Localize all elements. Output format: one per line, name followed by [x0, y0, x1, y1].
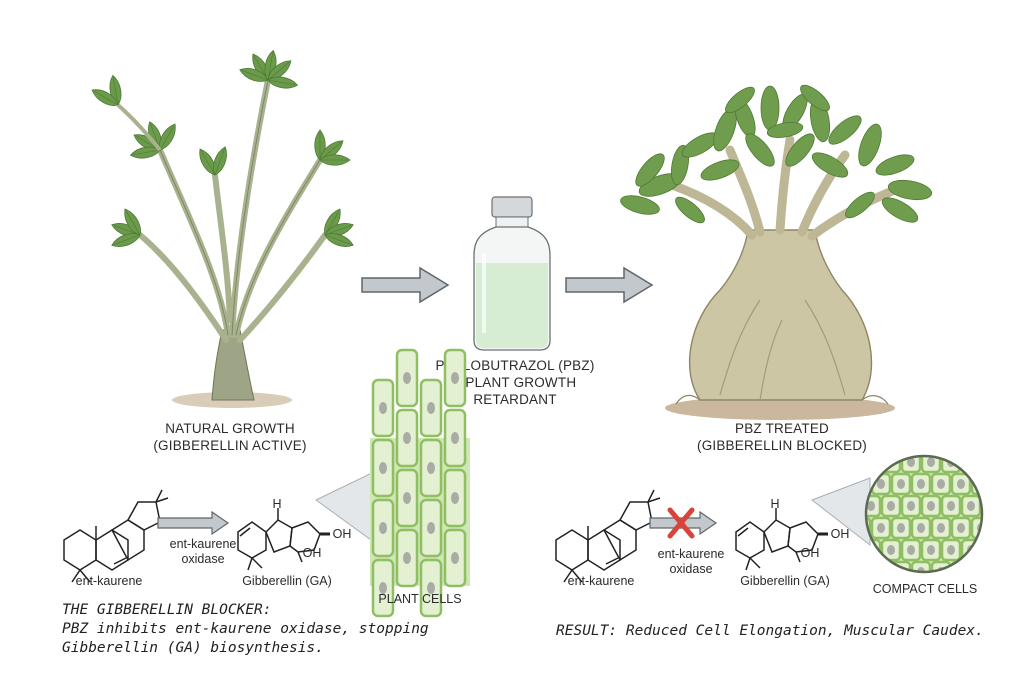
compact-cell — [960, 456, 982, 474]
result-note: RESULT: Reduced Cell Elongation, Muscula… — [556, 623, 984, 639]
cell-nucleus — [379, 522, 387, 534]
cell-nucleus — [867, 457, 875, 467]
cell-nucleus — [379, 462, 387, 474]
gibberellin-blocker-note: THE GIBBERELLIN BLOCKER: PBZ inhibits en… — [62, 601, 442, 658]
left-ent-kaurene-label: ent-kaurene — [75, 574, 143, 588]
cell-nucleus — [451, 492, 459, 504]
cell-nucleus — [907, 501, 915, 511]
cell-nucleus — [451, 432, 459, 444]
compact-cells-circle — [864, 454, 984, 574]
cell-nucleus — [907, 545, 915, 555]
right-ent-kaurene-label: ent-kaurene — [567, 574, 635, 588]
cell-nucleus — [403, 432, 411, 444]
right-enzyme-line1: ent-kaurene — [657, 547, 725, 561]
left-enzyme-label: ent-kaurene oxidase — [148, 537, 258, 567]
pbz-treated-title-line2: (GIBBERELLIN BLOCKED) — [697, 438, 867, 453]
arrow-pbz-to-treated — [565, 266, 654, 304]
gibberellin-blocker-note-line1: THE GIBBERELLIN BLOCKER: — [62, 602, 272, 618]
cell-nucleus — [897, 523, 905, 533]
cell-nucleus — [927, 501, 935, 511]
pbz-treated-title: PBZ TREATED (GIBBERELLIN BLOCKED) — [672, 420, 892, 454]
natural-growth-title-line1: NATURAL GROWTH — [165, 421, 295, 436]
cell-nucleus — [427, 582, 435, 594]
cell-nucleus — [877, 479, 885, 489]
pbz-label-line2: – PLANT GROWTH — [453, 375, 577, 390]
right-h-label: H — [770, 497, 780, 511]
block-x-icon — [667, 507, 695, 539]
cell-nucleus — [917, 523, 925, 533]
pbz-label-line1: PACLOBUTRAZOL (PBZ) — [435, 358, 595, 373]
left-enzyme-arrow — [157, 510, 230, 536]
cell-nucleus — [937, 479, 945, 489]
right-oh-bottom-label: OH — [800, 546, 820, 560]
cell-nucleus — [427, 522, 435, 534]
pbz-label: PACLOBUTRAZOL (PBZ) – PLANT GROWTH RETAR… — [415, 357, 615, 408]
cell-nucleus — [927, 545, 935, 555]
cell-nucleus — [887, 545, 895, 555]
right-oh-top-label: OH — [830, 527, 850, 541]
cell-nucleus — [403, 492, 411, 504]
cell-nucleus — [867, 545, 875, 555]
pbz-treated-title-line1: PBZ TREATED — [735, 421, 829, 436]
cell-nucleus — [977, 567, 982, 572]
right-enzyme-label: ent-kaurene oxidase — [636, 547, 746, 577]
cell-nucleus — [451, 372, 459, 384]
cell-nucleus — [877, 567, 885, 572]
cell-nucleus — [937, 523, 945, 533]
cell-nucleus — [967, 457, 975, 467]
cell-nucleus — [451, 552, 459, 564]
cell-nucleus — [403, 372, 411, 384]
left-oh-top-label: OH — [332, 527, 352, 541]
cell-nucleus — [957, 523, 965, 533]
right-gibberellin-label: Gibberellin (GA) — [740, 574, 830, 588]
left-enzyme-line2: oxidase — [181, 552, 225, 566]
gibberellin-blocker-note-line3: Gibberellin (GA) biosynthesis. — [62, 640, 324, 656]
compact-cell — [866, 516, 872, 540]
plant-cells-label: PLANT CELLS — [378, 592, 462, 606]
cell-nucleus — [917, 479, 925, 489]
arrow-natural-to-pbz — [361, 266, 450, 304]
cell-nucleus — [403, 552, 411, 564]
cell-nucleus — [867, 501, 875, 511]
compact-cell — [910, 560, 932, 572]
cell-nucleus — [427, 402, 435, 414]
cell-nucleus — [379, 402, 387, 414]
left-enzyme-line1: ent-kaurene — [169, 537, 237, 551]
cell-nucleus — [379, 582, 387, 594]
compact-cells-label: COMPACT CELLS — [872, 582, 978, 596]
cell-nucleus — [977, 479, 982, 489]
left-oh-bottom-label: OH — [302, 546, 322, 560]
cell-nucleus — [897, 479, 905, 489]
cell-nucleus — [877, 523, 885, 533]
compact-cell — [866, 456, 882, 474]
natural-growth-title: NATURAL GROWTH (GIBBERELLIN ACTIVE) — [120, 420, 340, 454]
pbz-label-line3: RETARDANT — [473, 392, 557, 407]
cell-nucleus — [927, 457, 935, 467]
cell-nucleus — [907, 457, 915, 467]
right-enzyme-line2: oxidase — [669, 562, 713, 576]
cell-nucleus — [917, 567, 925, 572]
cell-nucleus — [957, 567, 965, 572]
natural-growth-title-line2: (GIBBERELLIN ACTIVE) — [153, 438, 307, 453]
left-h-label: H — [272, 497, 282, 511]
cell-nucleus — [967, 501, 975, 511]
cell-nucleus — [887, 501, 895, 511]
left-gibberellin-label: Gibberellin (GA) — [242, 574, 332, 588]
cell-nucleus — [947, 545, 955, 555]
cell-nucleus — [947, 501, 955, 511]
gibberellin-blocker-note-line2: PBZ inhibits ent-kaurene oxidase, stoppi… — [62, 621, 429, 637]
plant-cells-elongated — [370, 348, 470, 618]
cell-nucleus — [957, 479, 965, 489]
cell-nucleus — [427, 462, 435, 474]
pbz-bottle-illustration — [473, 196, 551, 351]
